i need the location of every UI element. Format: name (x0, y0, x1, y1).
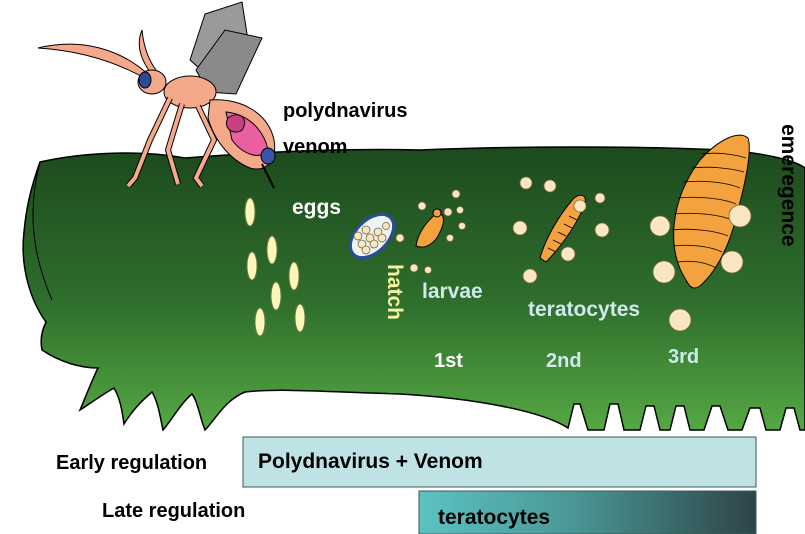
late-regulation-bar-text: teratocytes (438, 506, 550, 530)
early-regulation-label: Early regulation (56, 452, 207, 475)
label-eggs: eggs (292, 196, 341, 220)
wasp-antenna (38, 44, 150, 80)
egg (271, 282, 281, 310)
egg (295, 304, 305, 332)
label-venom: venom (283, 136, 347, 159)
late-regulation-label: Late regulation (102, 500, 245, 523)
early-regulation-bar-text: Polydnavirus + Venom (258, 450, 483, 474)
label-third-instar: 3rd (668, 346, 699, 369)
wasp-thorax (164, 76, 216, 108)
egg (255, 308, 265, 336)
wasp-eye (139, 72, 151, 88)
egg (245, 198, 255, 226)
egg (267, 236, 277, 264)
egg (289, 262, 299, 290)
label-emergence: emeregence (776, 124, 800, 247)
label-polydnavirus: polydnavirus (283, 100, 407, 123)
egg (247, 252, 257, 280)
label-first-instar: 1st (434, 350, 463, 373)
label-teratocytes: teratocytes (528, 298, 640, 322)
label-hatch: hatch (382, 264, 406, 320)
label-larvae: larvae (422, 280, 483, 304)
label-second-instar: 2nd (546, 350, 582, 373)
